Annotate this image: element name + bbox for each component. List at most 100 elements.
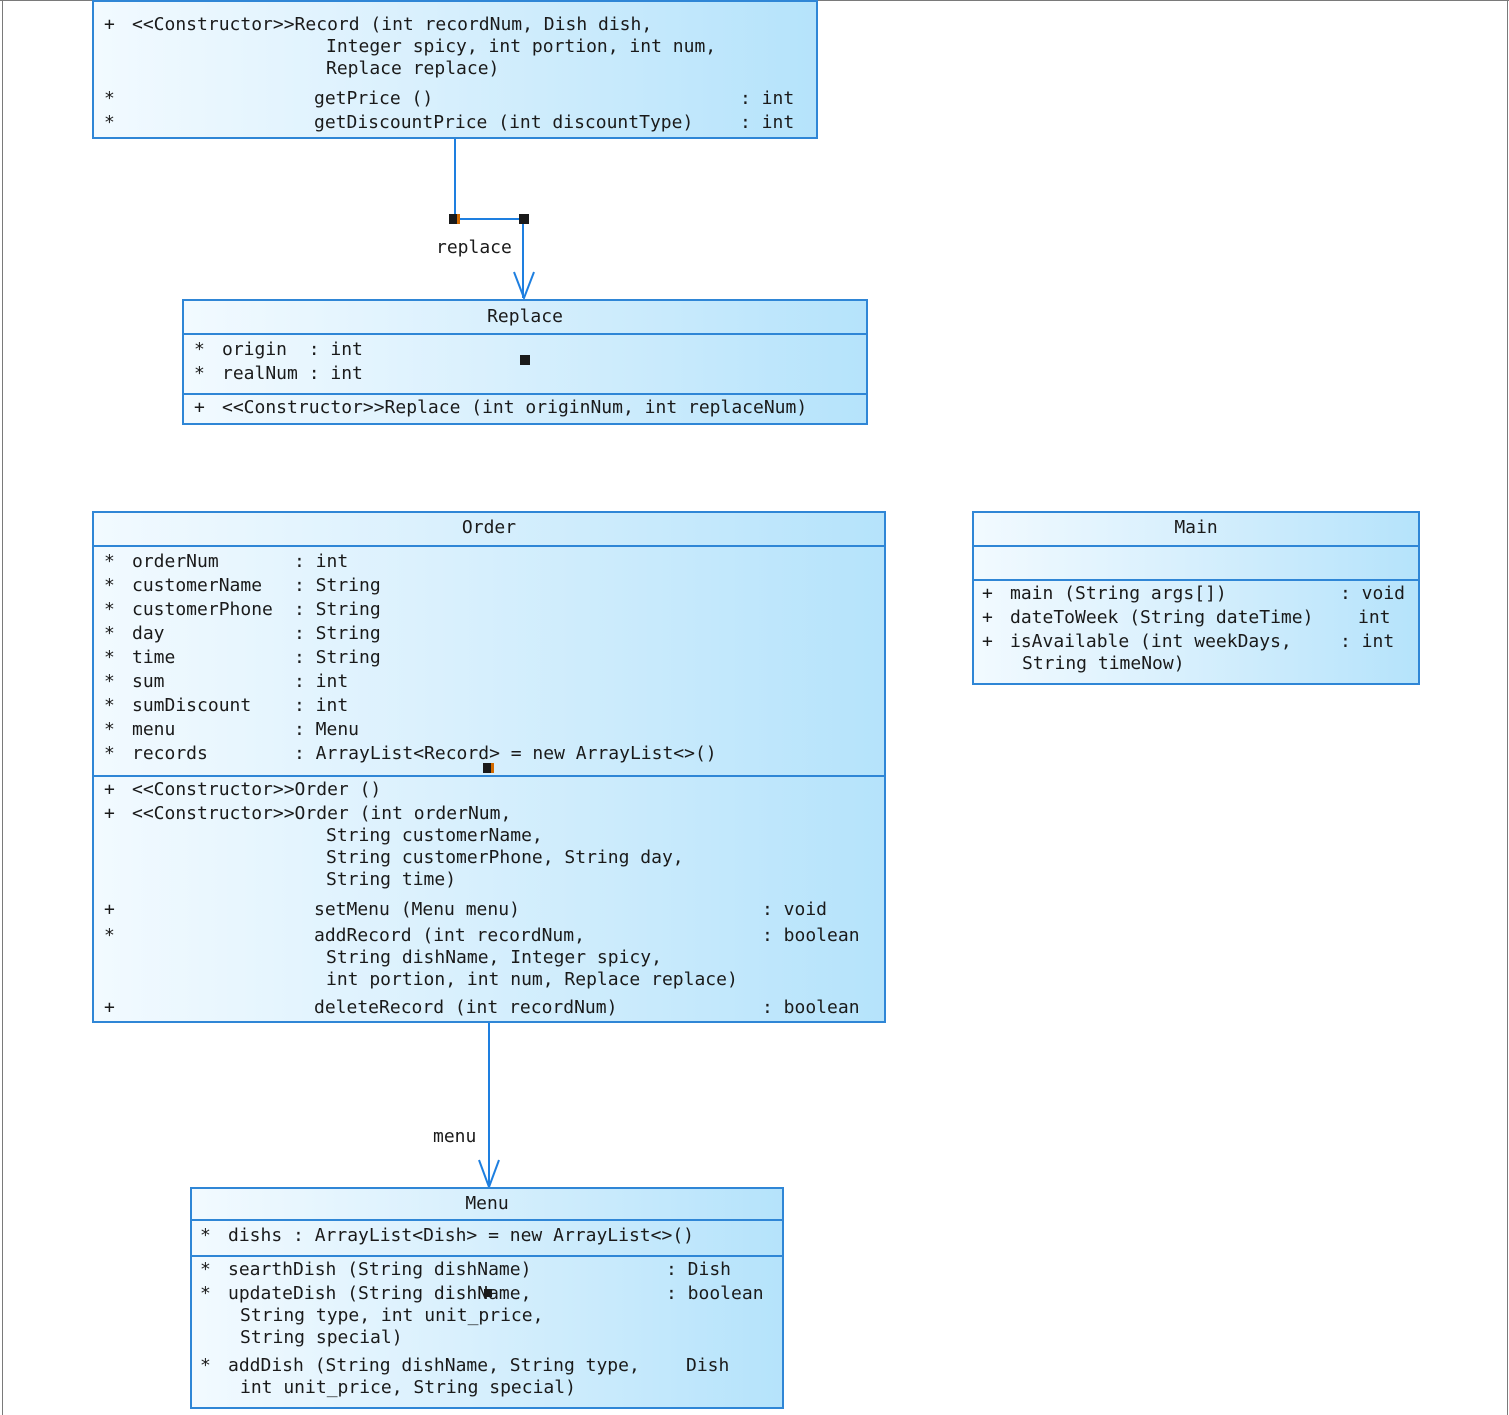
operation-addrecord-params: int portion, int num, Replace replace) (326, 969, 738, 990)
class-replace[interactable]: Replace * origin : int * realNum : int +… (182, 299, 868, 425)
selection-handle[interactable] (484, 1289, 492, 1297)
operation-datetoweek: dateToWeek (String dateTime) (1010, 607, 1314, 628)
visibility-marker: + (982, 631, 993, 652)
visibility-marker: * (194, 339, 205, 360)
attribute-type: : int (294, 695, 349, 716)
attribute-type: : int (294, 671, 349, 692)
operation-searthdish: searthDish (String dishName) (228, 1259, 532, 1280)
selection-handle[interactable] (449, 214, 460, 224)
return-type: int (1358, 607, 1391, 628)
attribute-type: : String (294, 623, 381, 644)
attribute-name: sum (132, 671, 165, 692)
visibility-marker: * (200, 1355, 211, 1376)
visibility-marker: + (982, 583, 993, 604)
order-constructor-params: String customerPhone, String day, (326, 847, 684, 868)
selection-handle[interactable] (520, 355, 530, 365)
visibility-marker: * (200, 1259, 211, 1280)
class-order[interactable]: Order * orderNum : int * customerName : … (92, 511, 886, 1023)
order-constructor-params: String time) (326, 869, 457, 890)
return-type: : Dish (666, 1259, 732, 1280)
visibility-marker: * (194, 363, 205, 384)
class-record[interactable]: + <<Constructor>>Record (int recordNum, … (92, 0, 818, 139)
return-type: : int (740, 112, 795, 133)
visibility-marker: * (104, 647, 115, 668)
replace-constructor: <<Constructor>>Replace (int originNum, i… (222, 397, 808, 418)
replace-association[interactable] (454, 138, 535, 301)
main-attributes-compartment (974, 547, 1418, 579)
operation-getdiscountprice: getDiscountPrice (int discountType) (314, 112, 694, 133)
operation-main: main (String args[]) (1010, 583, 1227, 604)
class-main[interactable]: Main + main (String args[]) : void + dat… (972, 511, 1420, 685)
visibility-marker: + (104, 997, 115, 1018)
visibility-marker: * (200, 1283, 211, 1304)
visibility-marker: * (104, 112, 115, 133)
attribute-type: : int (294, 551, 349, 572)
selection-handle[interactable] (519, 214, 529, 224)
visibility-marker: * (104, 695, 115, 716)
arrowhead-icon (513, 271, 535, 301)
operation-isavailable-params: String timeNow) (1022, 653, 1185, 674)
record-operations-compartment: + <<Constructor>>Record (int recordNum, … (94, 0, 816, 137)
attribute-type: : String (294, 575, 381, 596)
visibility-marker: + (104, 899, 115, 920)
visibility-marker: * (104, 575, 115, 596)
attribute-name: customerPhone (132, 599, 273, 620)
order-constructor-params: String customerName, (326, 825, 543, 846)
record-constructor-params: Integer spicy, int portion, int num, (326, 36, 717, 57)
attribute-name: day (132, 623, 165, 644)
return-type: : int (1340, 631, 1395, 652)
class-order-title: Order (94, 513, 884, 547)
replace-attributes-compartment: * origin : int * realNum : int (184, 335, 866, 393)
attribute-type: : String (294, 647, 381, 668)
visibility-marker: * (200, 1225, 211, 1246)
order-constructor: <<Constructor>>Order (int orderNum, (132, 803, 512, 824)
class-menu[interactable]: Menu * dishs : ArrayList<Dish> = new Arr… (190, 1187, 784, 1409)
main-operations-compartment: + main (String args[]) : void + dateToWe… (974, 579, 1418, 683)
return-type: : int (740, 88, 795, 109)
visibility-marker: + (194, 397, 205, 418)
visibility-marker: * (104, 719, 115, 740)
order-default-constructor: <<Constructor>>Order () (132, 779, 382, 800)
attribute-origin: origin : int (222, 339, 363, 360)
visibility-marker: + (104, 779, 115, 800)
return-type: Dish (686, 1355, 730, 1376)
class-menu-title: Menu (192, 1189, 782, 1221)
visibility-marker: * (104, 551, 115, 572)
class-main-title: Main (974, 513, 1418, 547)
operation-adddish-params: int unit_price, String special) (240, 1377, 576, 1398)
attribute-name: menu (132, 719, 176, 740)
return-type: : void (1340, 583, 1406, 604)
operation-adddish: addDish (String dishName, String type, (228, 1355, 640, 1376)
record-constructor: <<Constructor>>Record (int recordNum, Di… (132, 14, 653, 35)
attribute-type: : Menu (294, 719, 360, 740)
visibility-marker: * (104, 599, 115, 620)
attribute-dishs: dishs : ArrayList<Dish> = new ArrayList<… (228, 1225, 694, 1246)
selection-handle[interactable] (483, 763, 494, 773)
order-attributes-compartment: * orderNum : int * customerName : String… (94, 547, 884, 775)
visibility-marker: * (104, 623, 115, 644)
attribute-realnum: realNum : int (222, 363, 363, 384)
order-operations-compartment: + <<Constructor>>Order () + <<Constructo… (94, 775, 884, 1021)
attribute-name: sumDiscount (132, 695, 252, 716)
class-replace-title: Replace (184, 301, 866, 335)
attribute-name: time (132, 647, 176, 668)
visibility-marker: * (104, 925, 115, 946)
return-type: : void (762, 899, 828, 920)
canvas-left-border (2, 0, 3, 1415)
operation-setmenu: setMenu (Menu menu) (314, 899, 520, 920)
attribute-type: : String (294, 599, 381, 620)
attribute-type: : ArrayList<Record> = new ArrayList<>() (294, 743, 717, 764)
operation-updatedish-params: String type, int unit_price, (240, 1305, 544, 1326)
visibility-marker: + (104, 14, 115, 35)
replace-role-label: replace (436, 237, 512, 258)
attribute-name: records (132, 743, 208, 764)
menu-association[interactable] (478, 1022, 500, 1190)
return-type: : boolean (762, 997, 860, 1018)
operation-addrecord-params: String dishName, Integer spicy, (326, 947, 662, 968)
operation-deleterecord: deleteRecord (int recordNum) (314, 997, 618, 1018)
menu-operations-compartment: * searthDish (String dishName) : Dish * … (192, 1255, 782, 1407)
return-type: : boolean (666, 1283, 764, 1304)
visibility-marker: * (104, 88, 115, 109)
visibility-marker: + (104, 803, 115, 824)
operation-updatedish-params: String special) (240, 1327, 403, 1348)
